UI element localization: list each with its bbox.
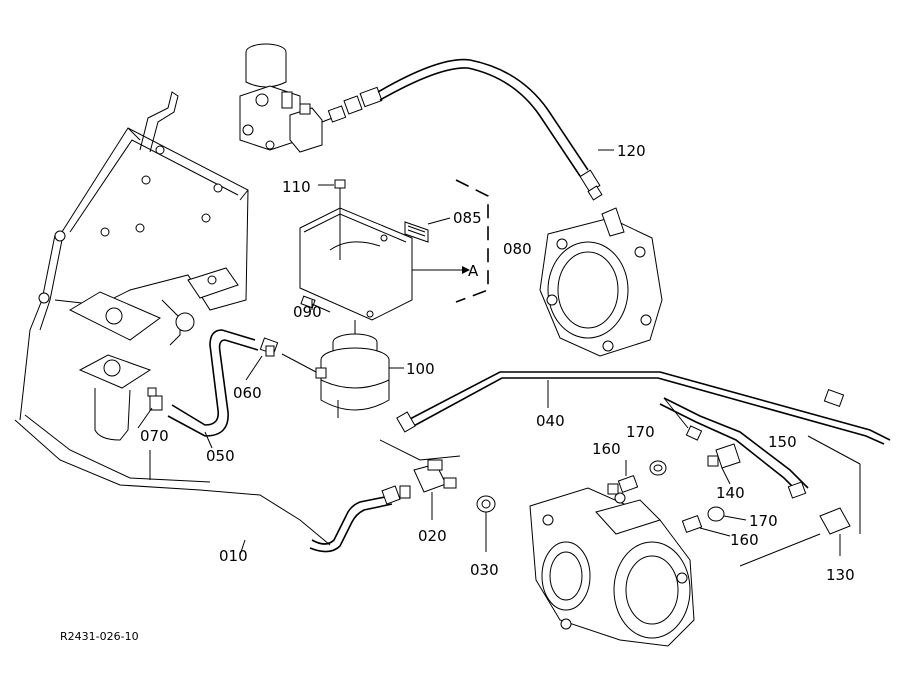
label-ref-a: A (468, 262, 479, 280)
bolt-110 (318, 179, 346, 260)
reservoir-100 (281, 320, 404, 418)
tee-fitting-020 (379, 439, 461, 520)
cap-030 (476, 495, 496, 552)
label-160-upper: 160 (592, 440, 621, 458)
label-040: 040 (536, 412, 565, 430)
label-170-lower: 170 (749, 512, 778, 530)
bracket-080 (299, 207, 470, 321)
pump-housing (539, 207, 663, 357)
label-090: 090 (293, 303, 322, 321)
label-030: 030 (470, 561, 499, 579)
adapter-160-upper (607, 460, 639, 495)
chassis-frame (14, 91, 331, 546)
hose-050 (167, 329, 259, 437)
pipe-010 (309, 485, 411, 553)
label-050: 050 (206, 447, 235, 465)
drawing-number: R2431-026-10 (60, 630, 139, 643)
decal-085 (404, 217, 451, 243)
label-110: 110 (282, 178, 311, 196)
cable-120 (377, 58, 614, 201)
pipe-150 (659, 397, 861, 534)
label-160-lower: 160 (730, 531, 759, 549)
label-070: 070 (140, 427, 169, 445)
group-bracket-080 (455, 179, 489, 303)
label-085: 085 (453, 209, 482, 227)
solenoid-valve (239, 43, 383, 153)
clamp-060 (259, 337, 279, 357)
label-080: 080 (503, 240, 532, 258)
label-010: 010 (219, 547, 248, 565)
label-130: 130 (826, 566, 855, 584)
gearbox-housing (529, 487, 695, 647)
label-100: 100 (406, 360, 435, 378)
label-060: 060 (233, 384, 262, 402)
fitting-140 (707, 443, 741, 485)
label-150: 150 (768, 433, 797, 451)
label-020: 020 (418, 527, 447, 545)
adapter-160-lower (681, 514, 731, 537)
leader-lines (137, 300, 313, 556)
elbow-130 (739, 481, 851, 567)
pipe-040 (396, 371, 891, 445)
oring-170-upper (649, 460, 667, 476)
label-120: 120 (617, 142, 646, 160)
connector-top-left (663, 397, 703, 441)
clamp-070 (147, 387, 163, 411)
label-140: 140 (716, 484, 745, 502)
label-170-upper: 170 (626, 423, 655, 441)
oring-170-lower (707, 506, 747, 522)
